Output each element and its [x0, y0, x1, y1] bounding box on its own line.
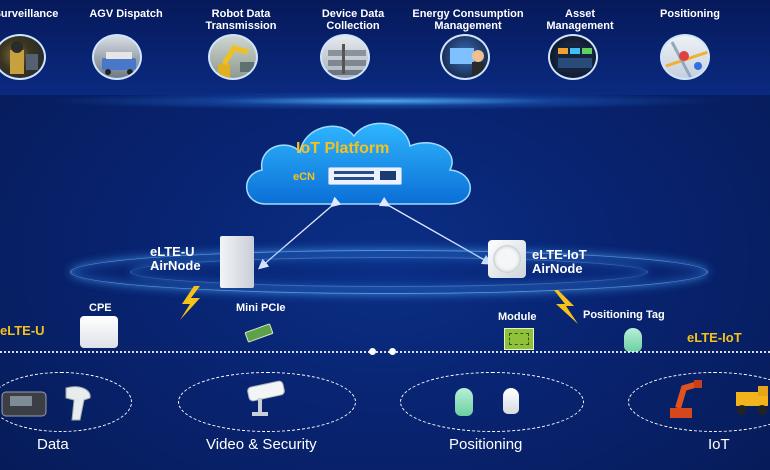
- band-divider-line: [0, 351, 770, 353]
- asset-management-photo-icon: [548, 34, 598, 80]
- ecn-label: eCN: [293, 171, 316, 183]
- iot-platform-cloud: [245, 122, 471, 205]
- elte-iot-airnode-device-icon: [488, 240, 526, 278]
- security-camera-icon: [247, 380, 285, 416]
- agv-dispatch-photo-icon: [92, 34, 142, 80]
- app-label-asset-management: Asset Management: [546, 8, 614, 32]
- app-label-surveillance: Surveillance: [0, 8, 59, 20]
- elte-iot-band-label: eLTE-IoT: [687, 330, 742, 345]
- cpe-device-icon: [80, 316, 118, 348]
- iot-category-label: IoT: [708, 436, 730, 453]
- divider-dot-right: [389, 348, 396, 355]
- data-category-label: Data: [37, 436, 69, 453]
- wireless-bolt-right-icon: [554, 290, 578, 324]
- elte-iot-airnode-label: eLTE-IoT AirNode: [532, 247, 587, 276]
- robot-arm-photo-icon: [208, 34, 258, 80]
- wireless-bolt-left-icon: [180, 286, 200, 320]
- app-label-agv-dispatch: AGV Dispatch: [89, 8, 163, 20]
- module-label: Module: [498, 311, 537, 323]
- video-security-category-label: Video & Security: [206, 436, 317, 453]
- app-label-energy-consumption: Energy Consumption Management: [412, 8, 524, 32]
- positioning-category-label: Positioning: [449, 436, 523, 453]
- mini-pcie-label: Mini PCIe: [236, 302, 286, 314]
- data-scanner-devices-icon: [1, 386, 91, 421]
- app-label-robot-data: Robot Data Transmission: [205, 8, 277, 32]
- elte-u-airnode-device-icon: [220, 236, 254, 288]
- module-chip-icon: [504, 328, 534, 350]
- positioning-tag-white-icon: [503, 388, 519, 414]
- elte-u-band-label: eLTE-U: [0, 323, 45, 338]
- app-label-positioning: Positioning: [660, 8, 720, 20]
- positioning-map-photo-icon: [660, 34, 710, 80]
- app-label-device-data: Device Data Collection: [321, 8, 385, 32]
- video-security-category-ellipse: [178, 372, 356, 432]
- positioning-category-ellipse: [400, 372, 584, 432]
- iot-category-ellipse: [628, 372, 770, 432]
- iot-robot-truck-icon: [670, 380, 768, 418]
- application-glow-divider: [40, 92, 730, 110]
- positioning-tag-label: Positioning Tag: [583, 309, 665, 321]
- divider-dot-left: [369, 348, 376, 355]
- energy-consumption-photo-icon: [440, 34, 490, 80]
- positioning-tag-green-icon: [455, 388, 473, 416]
- radio-access-ring: [70, 250, 708, 294]
- elte-u-airnode-label: eLTE-U AirNode: [150, 244, 201, 273]
- data-category-ellipse: [0, 372, 132, 432]
- positioning-tag-device-icon: [624, 328, 642, 352]
- mini-pcie-card-icon: [244, 323, 274, 343]
- device-data-photo-icon: [320, 34, 370, 80]
- cpe-label: CPE: [89, 302, 112, 314]
- surveillance-photo-icon: [0, 34, 46, 80]
- radio-access-inner-ring: [130, 257, 648, 287]
- iot-platform-title: IoT Platform: [296, 140, 390, 157]
- ecn-server-icon: [328, 167, 402, 185]
